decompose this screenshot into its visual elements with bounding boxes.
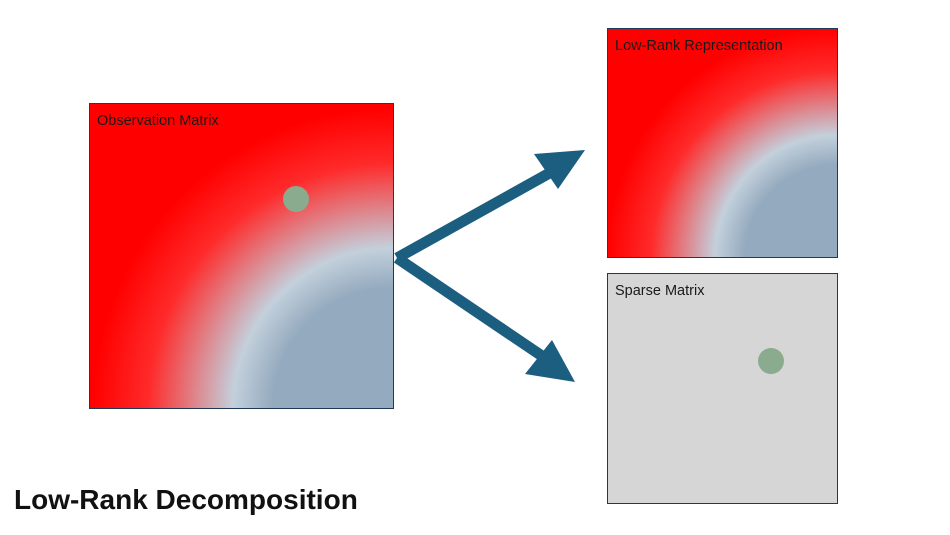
arrow-to-low-rank — [394, 165, 558, 263]
sparse-matrix-panel: Sparse Matrix — [607, 273, 838, 504]
arrow-head-down-icon — [525, 340, 575, 382]
observation-matrix-label: Observation Matrix — [97, 113, 219, 129]
arrow-head-up-icon — [534, 150, 585, 189]
arrow-to-sparse — [393, 253, 549, 363]
low-rank-representation-panel: Low-Rank Representation — [607, 28, 838, 258]
sparse-outlier-dot — [283, 186, 309, 212]
sparse-matrix-label: Sparse Matrix — [615, 283, 705, 299]
diagram-title: Low-Rank Decomposition — [14, 484, 358, 515]
sparse-outlier-dot — [758, 348, 784, 374]
observation-matrix-panel: Observation Matrix — [89, 103, 394, 409]
low-rank-representation-label: Low-Rank Representation — [615, 38, 783, 54]
